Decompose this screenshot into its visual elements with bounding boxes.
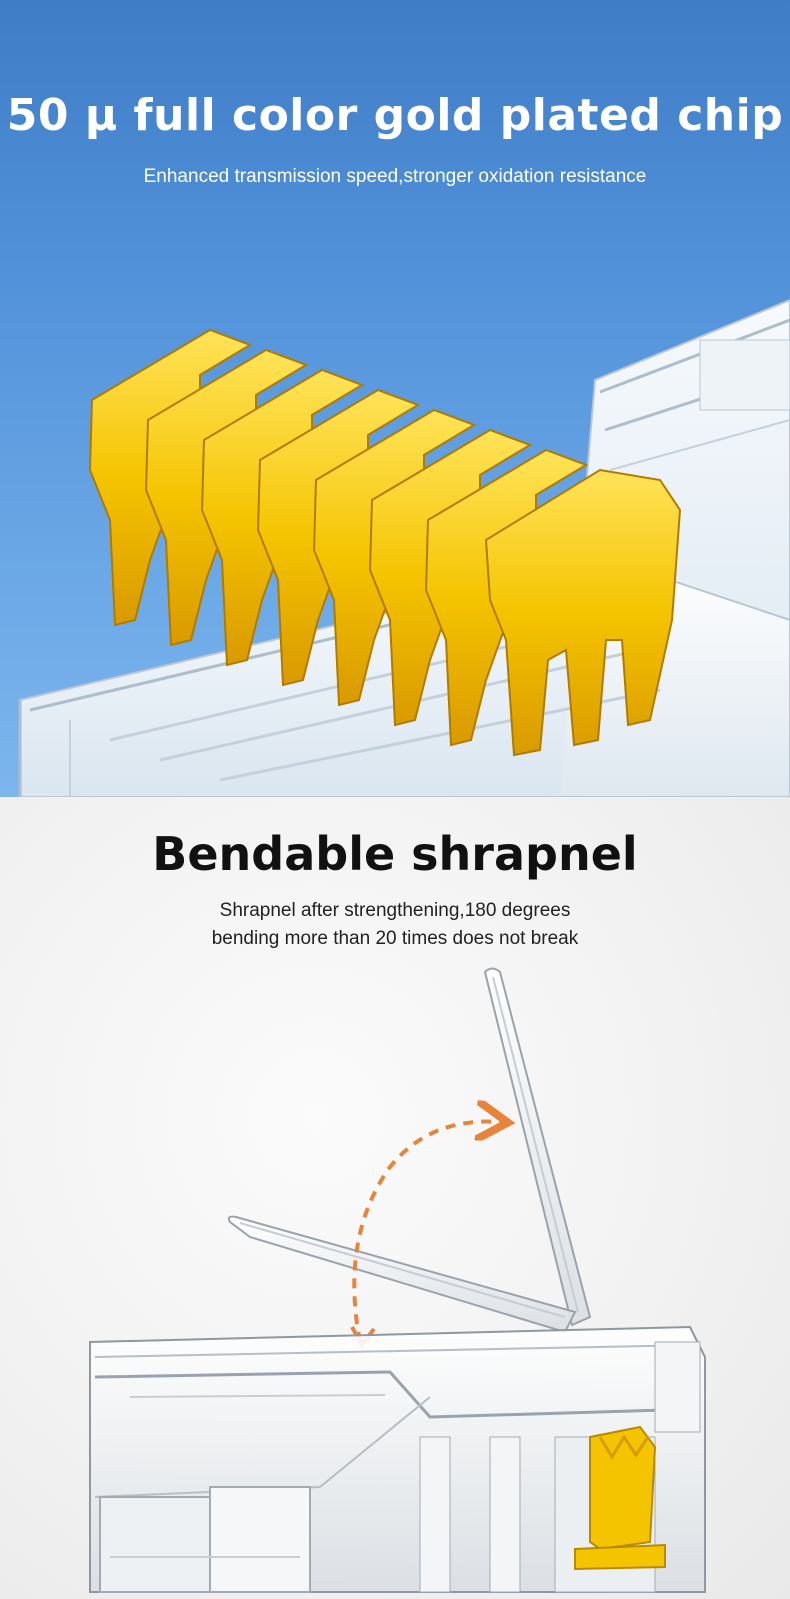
shrapnel-subtitle-line-1: Shrapnel after strengthening,180 degrees — [219, 900, 571, 921]
shrapnel-subtitle: Shrapnel after strengthening,180 degrees… — [0, 897, 790, 953]
shrapnel-title: Bendable shrapnel — [152, 827, 638, 881]
shrapnel-subtitle-line-2: bending more than 20 times does not brea… — [211, 928, 579, 949]
rj45-connector-illustration — [89, 967, 706, 1593]
gold-contact-blades — [88, 328, 682, 757]
gold-chip-section: 50 μ full color gold plated chip Enhance… — [0, 0, 790, 797]
gold-contacts-illustration — [18, 298, 790, 797]
bend-arrow — [352, 1122, 500, 1343]
raised-clip — [483, 967, 592, 1327]
gold-contact — [574, 1425, 666, 1571]
gold-chip-subtitle: Enhanced transmission speed,stronger oxi… — [143, 166, 647, 187]
bendable-shrapnel-section: Bendable shrapnel Shrapnel after strengt… — [0, 797, 790, 1599]
gold-chip-title: 50 μ full color gold plated chip — [6, 90, 784, 141]
